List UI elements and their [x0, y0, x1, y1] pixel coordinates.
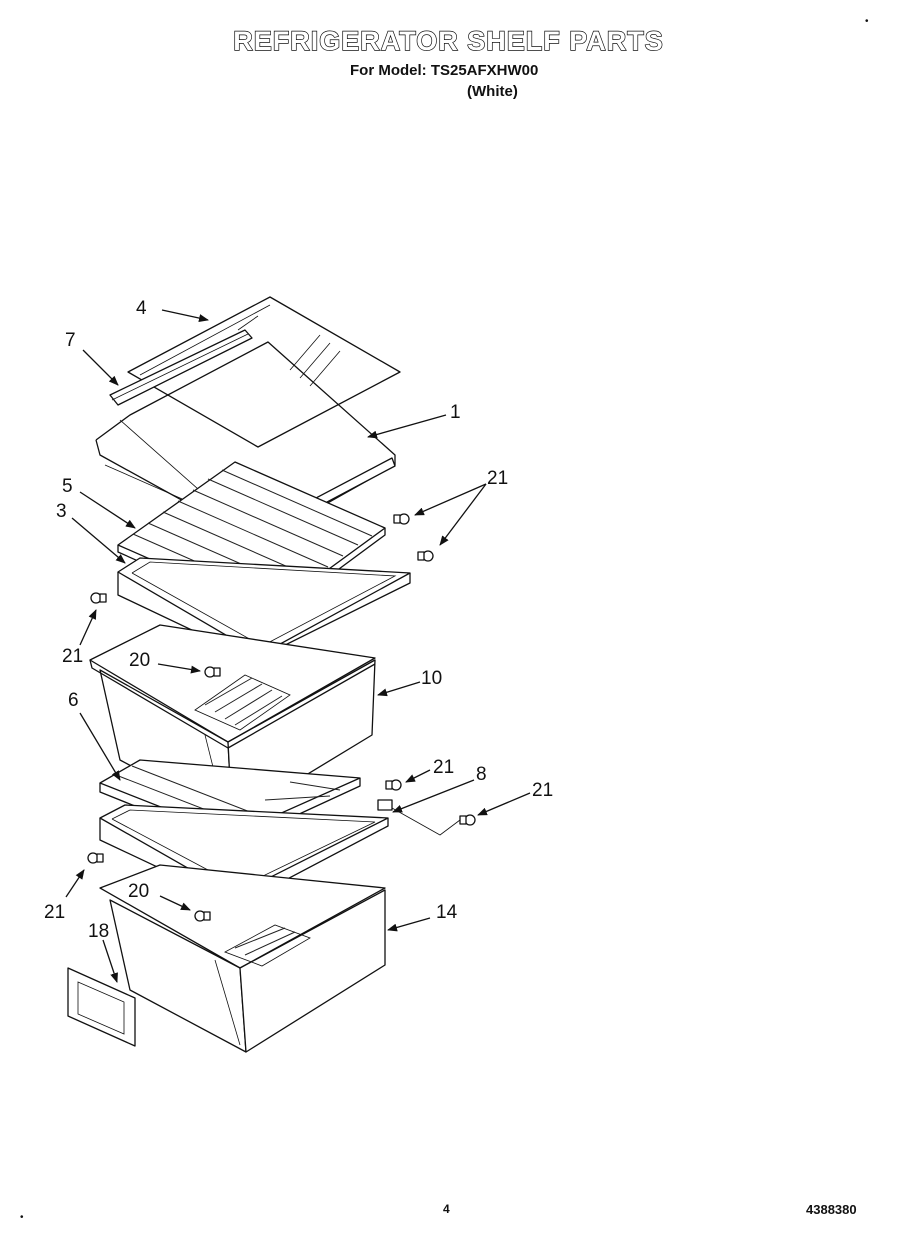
part-3-crisper-cover-frame [117, 557, 411, 661]
part-14-lower-crisper-pan [99, 864, 386, 1053]
document-number: 4388380 [806, 1202, 857, 1217]
screw-21-upper-right-a [393, 513, 410, 525]
callout-leaders [65, 309, 531, 983]
callout-21-upper-right: 21 [487, 468, 508, 489]
corner-mark-icon: • [865, 16, 869, 27]
screw-21-middle-a [385, 779, 402, 791]
screw-21-upper-left [90, 592, 107, 604]
callout-21-right: 21 [532, 780, 553, 801]
screw-20-lower [194, 910, 211, 922]
callout-20-upper: 20 [129, 650, 150, 671]
corner-mark-icon: • [20, 1212, 24, 1223]
screw-fasteners [87, 513, 476, 922]
page-title: REFRIGERATOR SHELF PARTS [233, 25, 664, 56]
color-variant: (White) [467, 83, 518, 100]
callout-3: 3 [56, 501, 67, 522]
part-4-glass-shelf [127, 296, 401, 448]
callout-4: 4 [136, 298, 147, 319]
part-18-label-holder [67, 967, 136, 1047]
callout-6: 6 [68, 690, 79, 711]
callout-1: 1 [450, 402, 461, 423]
callout-14: 14 [436, 902, 458, 923]
callout-5: 5 [62, 476, 73, 497]
callout-7: 7 [65, 330, 76, 351]
screw-21-lower-left [87, 852, 104, 864]
model-number: For Model: TS25AFXHW00 [350, 62, 539, 79]
callout-18: 18 [88, 921, 109, 942]
screw-21-middle-b [459, 814, 476, 826]
callout-10: 10 [421, 668, 442, 689]
screw-20-upper [204, 666, 221, 678]
callout-21-lower-left: 21 [44, 902, 65, 923]
callout-21-middle: 21 [433, 757, 454, 778]
callout-20-lower: 20 [128, 881, 149, 902]
callout-8: 8 [476, 764, 487, 785]
page-number: 4 [443, 1202, 450, 1216]
callout-21-upper-left: 21 [62, 646, 83, 667]
part-8-connector [377, 799, 461, 836]
screw-21-upper-right-b [417, 550, 434, 562]
part-7-shelf-trim [109, 329, 253, 406]
